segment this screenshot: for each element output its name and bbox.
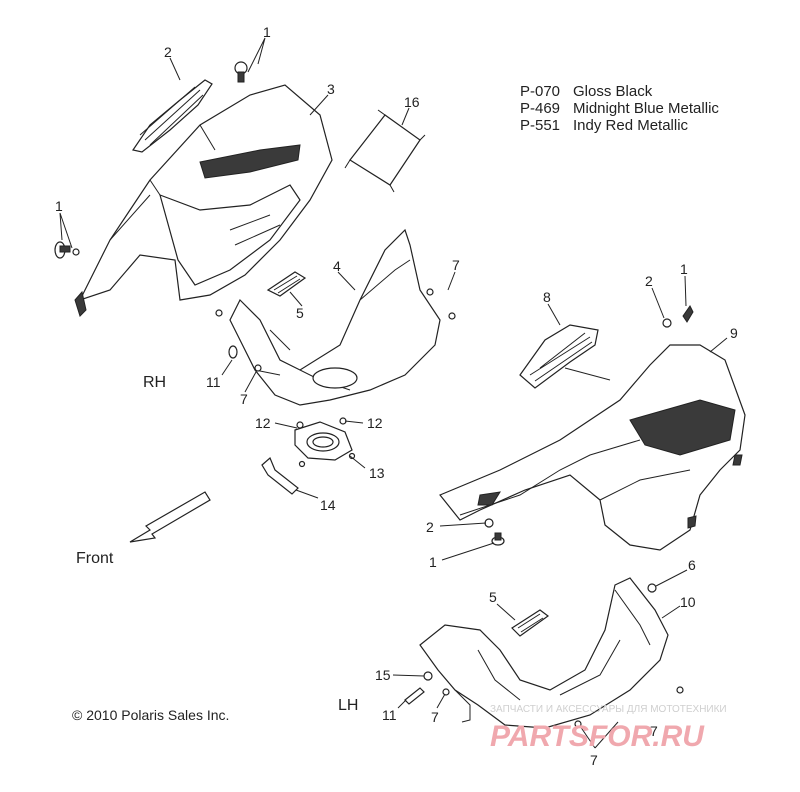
part-6-washer <box>647 583 657 593</box>
callout-12-a: 12 <box>255 415 271 431</box>
watermark-line1: ЗАПЧАСТИ И АКСЕССУАРЫ ДЛЯ МОТОТЕХНИКИ <box>490 704 727 715</box>
callout-11-top: 11 <box>206 374 221 390</box>
callout-7-c: 7 <box>431 709 439 725</box>
copyright: © 2010 Polaris Sales Inc. <box>72 707 229 723</box>
callout-1-mid: 1 <box>429 554 437 570</box>
part-1-fastener-left <box>54 241 80 259</box>
callout-2-top: 2 <box>164 44 172 60</box>
legend-name-1: Midnight Blue Metallic <box>573 100 719 117</box>
callout-12-b: 12 <box>367 415 383 431</box>
part-13-bezel <box>294 417 356 468</box>
callout-6: 6 <box>688 557 696 573</box>
part-4-lower-panel-rh <box>229 228 441 406</box>
part-5-latch-top <box>266 271 307 297</box>
part-5-latch-low <box>511 609 550 637</box>
part-14-bracket <box>261 456 299 495</box>
front-label: Front <box>76 550 114 567</box>
watermark: ЗАПЧАСТИ И АКСЕССУАРЫ ДЛЯ МОТОТЕХНИКИ PA… <box>490 704 727 753</box>
side-label-lh: LH <box>338 697 358 714</box>
callout-1-right: 1 <box>680 261 688 277</box>
callout-3: 3 <box>327 81 335 97</box>
leader-lines <box>59 37 728 749</box>
small-parts-rh <box>215 288 456 372</box>
part-2-vent-trim-top <box>132 79 213 153</box>
paint-legend: P-070 Gloss Black P-469 Midnight Blue Me… <box>520 83 719 134</box>
callout-1-top: 1 <box>263 24 271 40</box>
callout-15: 15 <box>375 667 391 683</box>
callout-7-d: 7 <box>650 723 658 739</box>
watermark-logo: PARTSFOR.RU <box>490 720 705 753</box>
part-8-vent-lh <box>519 324 611 389</box>
small-parts-lh <box>404 671 684 728</box>
callout-7-b: 7 <box>240 391 248 407</box>
callout-8: 8 <box>543 289 551 305</box>
part-1-fastener-top <box>234 61 248 83</box>
callout-7-e: 7 <box>590 752 598 768</box>
callout-10: 10 <box>680 594 696 610</box>
part-10-lower-panel-lh <box>419 577 669 729</box>
part-9-cowl-lh <box>439 344 746 551</box>
front-arrow <box>129 491 211 543</box>
legend-code-2: P-551 <box>520 117 560 134</box>
callout-5-top: 5 <box>296 305 304 321</box>
callout-1-left: 1 <box>55 198 63 214</box>
legend-code-0: P-070 <box>520 83 560 100</box>
part-1-2-mid <box>484 518 505 546</box>
callout-2-right: 2 <box>645 273 653 289</box>
side-label-rh: RH <box>143 374 166 391</box>
callout-7-a: 7 <box>452 257 460 273</box>
legend-name-0: Gloss Black <box>573 83 653 100</box>
part-1-2-right <box>662 305 694 328</box>
part-3-cowl-rh <box>74 84 333 317</box>
legend-code-1: P-469 <box>520 100 560 117</box>
callout-14: 14 <box>320 497 336 513</box>
callout-16: 16 <box>404 94 420 110</box>
callout-5-low: 5 <box>489 589 497 605</box>
part-16-decal <box>344 109 426 193</box>
callout-4: 4 <box>333 258 341 274</box>
callout-2-mid: 2 <box>426 519 434 535</box>
callout-numbers: 2 1 3 16 1 4 7 5 11 7 12 12 13 14 8 2 1 … <box>55 24 738 768</box>
legend-name-2: Indy Red Metallic <box>573 117 689 134</box>
callout-13: 13 <box>369 465 385 481</box>
callout-9: 9 <box>730 325 738 341</box>
callout-11-low: 11 <box>382 707 397 723</box>
